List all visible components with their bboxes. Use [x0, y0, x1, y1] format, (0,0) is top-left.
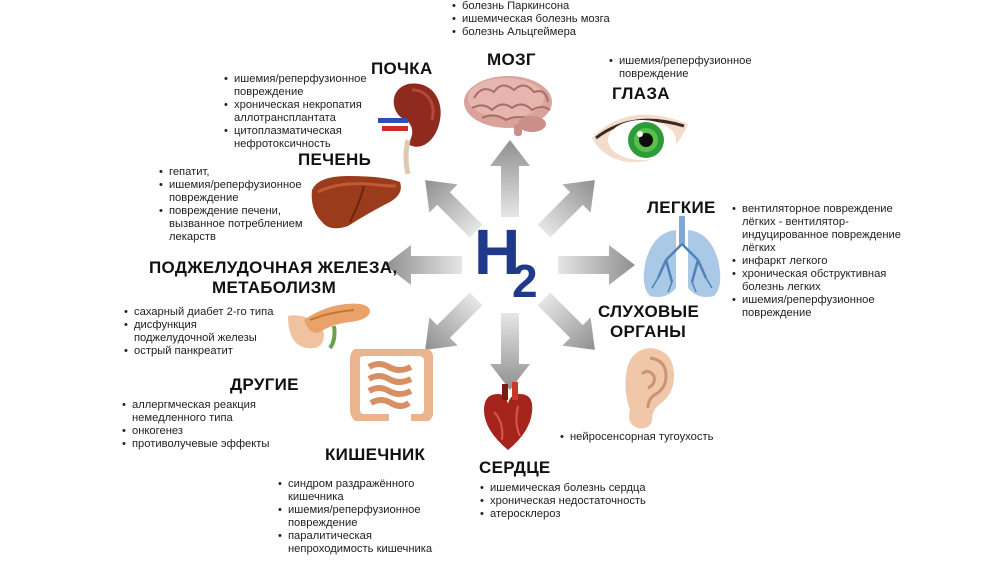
- other-title: ДРУГИЕ: [230, 375, 299, 394]
- pancreas-title-line2: МЕТАБОЛИЗМ: [212, 278, 337, 297]
- arrow-left: [385, 245, 462, 285]
- other-effects-list: аллергмческая реакция немедленного типа …: [120, 399, 269, 451]
- list-item: нейросенсорная тугоухость: [558, 431, 713, 444]
- list-item: вентиляторное повреждение лёгких - венти…: [730, 203, 901, 255]
- list-item: ишемия/реперфузионное повреждение: [157, 179, 303, 205]
- intestine-icon: [350, 349, 433, 421]
- brain-title: МОЗГ: [487, 50, 536, 69]
- heart-title: СЕРДЦЕ: [479, 458, 551, 477]
- list-item: противолучевые эффекты: [120, 438, 269, 451]
- arrow-down-right: [537, 292, 595, 350]
- brain-icon: [464, 76, 552, 136]
- kidney-icon: [378, 83, 441, 174]
- intestine-effects-list: синдром раздражённого кишечника ишемия/р…: [276, 478, 432, 556]
- lungs-icon: [643, 216, 721, 297]
- heart-effects-list: ишемическая болезнь сердца хроническая н…: [478, 482, 646, 521]
- arrow-down-left: [425, 292, 483, 350]
- list-item: ишемия/реперфузионное повреждение: [607, 55, 752, 81]
- arrow-up: [490, 140, 530, 217]
- list-item: цитоплазматическая нефротоксичность: [222, 125, 367, 151]
- liver-title: ПЕЧЕНЬ: [298, 150, 372, 169]
- list-item: хроническая некропатия аллотрансплантата: [222, 99, 367, 125]
- eyes-title: ГЛАЗА: [612, 84, 670, 103]
- ear-icon: [625, 348, 674, 429]
- pancreas-effects-list: сахарный диабет 2-го типа дисфункция под…: [122, 306, 273, 358]
- h2-symbol: H 2: [474, 220, 544, 310]
- pancreas-title-line1: ПОДЖЕЛУДОЧНАЯ ЖЕЛЕЗА,: [149, 258, 398, 277]
- liver-effects-list: гепатит, ишемия/реперфузионное поврежден…: [157, 166, 303, 244]
- list-item: сахарный диабет 2-го типа: [122, 306, 273, 319]
- arrow-right: [558, 245, 635, 285]
- intestine-title: КИШЕЧНИК: [325, 445, 426, 464]
- eye-icon: [592, 114, 688, 163]
- list-item: ишемия/реперфузионное повреждение: [276, 504, 432, 530]
- list-item: онкогенез: [120, 425, 269, 438]
- hearing-title-line2: ОРГАНЫ: [610, 322, 687, 341]
- lungs-title: ЛЕГКИЕ: [647, 198, 716, 217]
- list-item: аллергмческая реакция немедленного типа: [120, 399, 269, 425]
- list-item: ишемическая болезнь мозга: [450, 13, 610, 26]
- list-item: инфаркт легкого: [730, 255, 901, 268]
- list-item: повреждение печени, вызванное потреблени…: [157, 205, 303, 244]
- arrow-up-left: [425, 180, 483, 238]
- list-item: болезнь Паркинсона: [450, 0, 610, 13]
- list-item: болезнь Альцгеймера: [450, 26, 610, 39]
- hearing-title-line1: СЛУХОВЫЕ: [598, 302, 700, 321]
- arrow-up-right: [537, 180, 595, 238]
- list-item: гепатит,: [157, 166, 303, 179]
- liver-icon: [311, 176, 401, 229]
- pancreas-icon: [288, 303, 370, 350]
- list-item: хроническая недостаточность: [478, 495, 646, 508]
- list-item: паралитическая непроходимость кишечника: [276, 530, 432, 556]
- list-item: хроническая обструктивная болезнь легких: [730, 268, 901, 294]
- heart-icon: [484, 382, 533, 450]
- list-item: ишемия/реперфузионное повреждение: [730, 294, 901, 320]
- lungs-effects-list: вентиляторное повреждение лёгких - венти…: [730, 203, 901, 320]
- list-item: ишемия/реперфузионное повреждение: [222, 73, 367, 99]
- kidney-title: ПОЧКА: [371, 59, 433, 78]
- list-item: атеросклероз: [478, 508, 646, 521]
- h2-subscript: 2: [512, 255, 538, 307]
- brain-effects-list: болезнь Паркинсона ишемическая болезнь м…: [450, 0, 610, 39]
- list-item: синдром раздражённого кишечника: [276, 478, 432, 504]
- list-item: ишемическая болезнь сердца: [478, 482, 646, 495]
- hearing-effects-list: нейросенсорная тугоухость: [558, 431, 713, 444]
- arrow-down: [490, 313, 530, 390]
- list-item: дисфункция поджелудочной железы: [122, 319, 273, 345]
- kidney-effects-list: ишемия/реперфузионное повреждение хронич…: [222, 73, 367, 151]
- h2-letter: H: [474, 216, 521, 288]
- list-item: острый панкреатит: [122, 345, 273, 358]
- eyes-effects-list: ишемия/реперфузионное повреждение: [607, 55, 752, 81]
